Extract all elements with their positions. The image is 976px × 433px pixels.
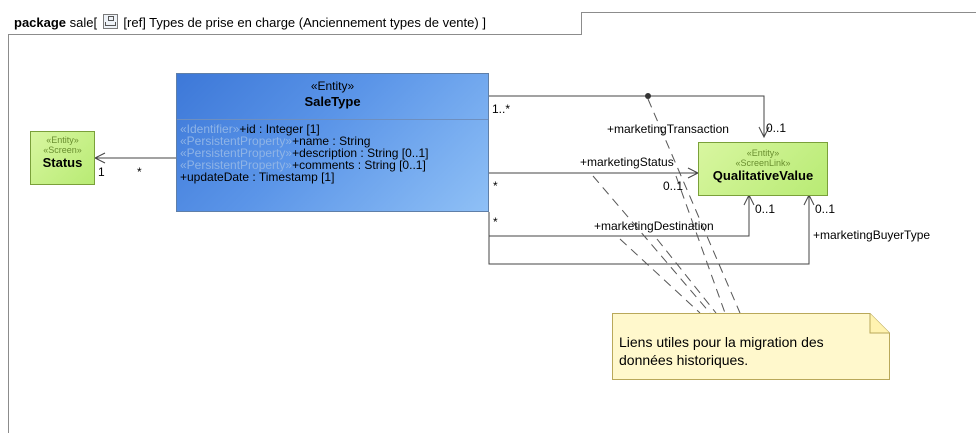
class-saletype-header: «Entity» SaleType [177, 74, 488, 120]
note-shape [612, 313, 890, 380]
attribute-id: «Identifier»+id : Integer [1] [180, 122, 320, 136]
saletype-name: SaleType [304, 94, 361, 109]
package-name: sale [69, 15, 94, 30]
status-stereotype-screen: «Screen» [43, 145, 82, 155]
label-status-mult: 1 [98, 165, 105, 179]
class-status[interactable]: «Entity» «Screen» Status [30, 131, 95, 185]
arrowhead-status [93, 152, 106, 164]
class-saletype[interactable]: «Entity» SaleType «Identifier»+id : Inte… [176, 73, 489, 212]
attribute-description: «PersistentProperty»+description : Strin… [180, 146, 429, 160]
label-destination-src-mult: * [493, 215, 498, 229]
label-destination-tgt-mult: 0..1 [755, 202, 776, 216]
label-buyer-tgt-mult: 0..1 [815, 202, 836, 216]
label-transaction-role: +marketingTransaction [607, 122, 729, 136]
qualitative-name: QualitativeValue [712, 168, 814, 183]
junction-dot [645, 93, 651, 99]
package-keyword: package [14, 15, 67, 30]
bracket-open: [ [93, 15, 98, 30]
saletype-attributes: «Identifier»+id : Integer [1] «Persisten… [177, 120, 488, 183]
label-status-src-mult: * [493, 179, 498, 193]
note-anchors [592, 98, 741, 314]
edge-marketing-destination [489, 196, 750, 237]
note-line-1: Liens utiles pour la migration des [619, 334, 824, 350]
diagram-icon [102, 14, 118, 29]
saletype-stereotype: «Entity» [310, 79, 355, 93]
status-name: Status [42, 155, 83, 170]
bracket-close: ] [482, 15, 486, 30]
label-buyer-role: +marketingBuyerType [813, 228, 931, 242]
edge-marketing-buyer-type [488, 196, 810, 265]
label-saletype-status-mult: * [137, 165, 142, 179]
label-status-role: +marketingStatus [580, 155, 674, 169]
qualitative-stereotype-entity: «Entity» [746, 148, 780, 158]
association-lines [93, 93, 815, 314]
attribute-comments: «PersistentProperty»+comments : String [… [180, 158, 426, 172]
package-tab: package sale[ [ref] Types de prise en ch… [8, 12, 582, 35]
label-destination-role: +marketingDestination [594, 219, 714, 233]
migration-note[interactable]: Liens utiles pour la migration des donné… [612, 313, 890, 380]
note-line-2: données historiques. [619, 352, 749, 368]
class-qualitativevalue[interactable]: «Entity» «ScreenLink» QualitativeValue [698, 142, 828, 196]
status-stereotype-entity: «Entity» [46, 135, 79, 145]
qualitative-stereotype-screenlink: «ScreenLink» [735, 158, 791, 168]
edge-marketing-transaction [489, 95, 765, 136]
arrowhead-transaction [758, 126, 770, 139]
label-status-tgt-mult: 0..1 [663, 179, 684, 193]
diagram-ref-title: [ref] Types de prise en charge (Ancienne… [123, 15, 479, 30]
attribute-updatedate: +updateDate : Timestamp [1] [180, 170, 335, 184]
attribute-name: «PersistentProperty»+name : String [180, 134, 371, 148]
label-transaction-src-mult: 1..* [492, 102, 511, 116]
note-text: Liens utiles pour la migration des donné… [619, 333, 824, 369]
label-transaction-tgt-mult: 0..1 [766, 121, 787, 135]
